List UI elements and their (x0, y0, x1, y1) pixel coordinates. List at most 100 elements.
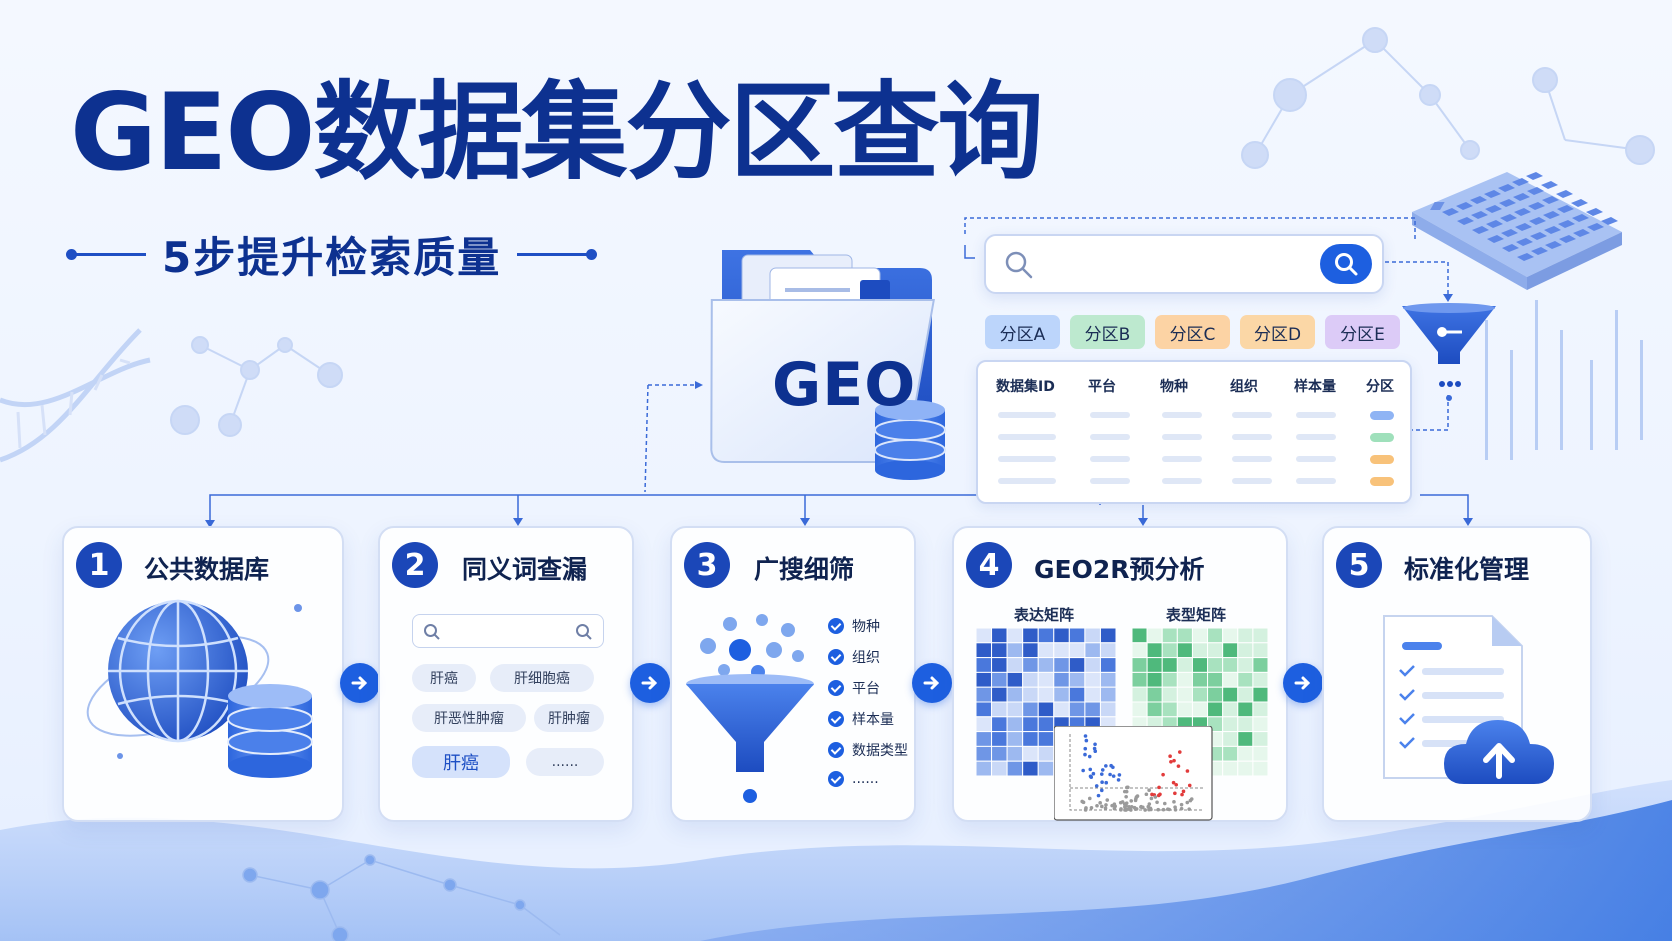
volcano-point (1084, 806, 1088, 810)
heatmap-cell (1176, 628, 1193, 644)
volcano-point (1111, 774, 1116, 778)
volcano-point (1156, 807, 1161, 812)
volcano-point (1118, 800, 1123, 805)
step-card-2: 2 同义词查漏 肝癌 肝细胞癌 肝恶性肿瘤 肝肿瘤 肝癌 ...... (378, 526, 634, 822)
heatmap-cell (1237, 642, 1254, 659)
chip-cell (1541, 181, 1558, 189)
heatmap-cell (991, 686, 1008, 703)
chip-cell (1512, 178, 1529, 186)
synonym-search-input[interactable] (412, 614, 604, 648)
heatmap-cell (1222, 731, 1239, 747)
volcano-point (1104, 803, 1108, 807)
volcano-point (1173, 805, 1177, 809)
chip-cell (1530, 232, 1547, 240)
check-icon (828, 649, 844, 665)
heatmap-cell (1146, 628, 1163, 644)
partition-tag[interactable]: 分区E (1325, 315, 1400, 349)
synonym-chip: 肝肿瘤 (534, 704, 604, 732)
table-cell-placeholder (1162, 434, 1202, 440)
volcano-point (1176, 764, 1181, 768)
arrow-right-icon (923, 676, 940, 690)
volcano-point (1161, 807, 1166, 812)
volcano-point (1104, 764, 1108, 768)
heatmap-cell (1237, 745, 1254, 762)
dataset-search-bar[interactable] (984, 234, 1384, 294)
heatmap-cell (1176, 686, 1193, 703)
partition-tag[interactable]: 分区B (1070, 315, 1145, 349)
volcano-point (1123, 805, 1127, 809)
search-button[interactable] (1320, 244, 1372, 284)
volcano-point (1089, 775, 1094, 779)
table-header: 分区 (1366, 379, 1394, 395)
heatmap-cell (1161, 628, 1178, 644)
chip-cell (1528, 202, 1545, 210)
volcano-point (1153, 795, 1158, 799)
synonym-chip: 肝恶性肿瘤 (412, 704, 526, 732)
heatmap-cell (1146, 642, 1163, 659)
heatmap-cell (1084, 686, 1101, 703)
chip-cell (1527, 187, 1544, 195)
heatmap-cell (1022, 642, 1039, 659)
volcano-point (1149, 807, 1153, 812)
partition-tags: 分区A 分区B 分区C 分区D 分区E (985, 315, 1400, 349)
chip-grid (1442, 172, 1618, 261)
table-header: 样本量 (1294, 379, 1336, 395)
volcano-point (1157, 785, 1161, 790)
heatmap-cell (1207, 701, 1224, 718)
table-cell-placeholder (998, 456, 1056, 462)
volcano-point (1087, 796, 1092, 801)
volcano-point (1124, 789, 1129, 794)
arrow-right-icon (641, 676, 658, 690)
subtitle-line-right (517, 249, 598, 260)
partition-tag[interactable]: 分区D (1240, 315, 1315, 349)
volcano-point (1171, 780, 1176, 785)
heatmap-cell (1037, 716, 1055, 733)
partition-tag[interactable]: 分区C (1155, 315, 1230, 349)
volcano-point (1091, 771, 1096, 776)
heatmap-cell (1252, 642, 1268, 659)
heatmap-cell (991, 716, 1008, 733)
volcano-point (1103, 806, 1108, 810)
document-upload-icon (1383, 615, 1554, 784)
volcano-point (1147, 788, 1151, 793)
heatmap-cell (1037, 745, 1055, 762)
volcano-point (1100, 804, 1104, 809)
heatmap-cell (1252, 701, 1268, 718)
partition-tag[interactable]: 分区A (985, 315, 1060, 349)
heatmap-cell (1161, 701, 1178, 718)
heatmap-cell (1084, 657, 1101, 673)
heatmap-cell (1006, 701, 1024, 718)
chip-cell (1559, 235, 1576, 243)
volcano-point (1185, 769, 1190, 773)
heatmap-cell (1237, 716, 1254, 733)
volcano-point (1143, 808, 1147, 812)
next-step-arrow (912, 663, 952, 703)
chip-cell (1513, 193, 1530, 201)
table-header: 物种 (1160, 379, 1188, 395)
chip-cell (1515, 223, 1532, 231)
chip-cell (1456, 202, 1473, 210)
volcano-point (1105, 798, 1110, 802)
table-header: 平台 (1088, 379, 1116, 395)
next-step-arrow (630, 663, 670, 703)
heatmap-cell (1237, 671, 1254, 688)
heatmap-cell (991, 628, 1008, 644)
chip-cell (1558, 220, 1575, 228)
heatmap-cell (1252, 760, 1268, 776)
volcano-point (1088, 767, 1093, 772)
table-cell-placeholder (1296, 412, 1336, 418)
volcano-point (1111, 765, 1115, 770)
volcano-point (1144, 792, 1149, 797)
heatmap-cell (976, 731, 993, 747)
heatmap-cell (1099, 686, 1116, 703)
chip-cell (1529, 217, 1546, 225)
heatmap-cell (1207, 686, 1224, 703)
heatmap-cell (1068, 628, 1086, 644)
subtitle-row: 5步提升检索质量 (66, 224, 598, 285)
volcano-point (1083, 752, 1087, 757)
chip-cell (1543, 211, 1560, 219)
heatmap-cell (991, 760, 1008, 776)
heatmap-cell (1037, 686, 1055, 703)
volcano-point (1134, 795, 1139, 799)
chip-cell (1498, 184, 1515, 192)
